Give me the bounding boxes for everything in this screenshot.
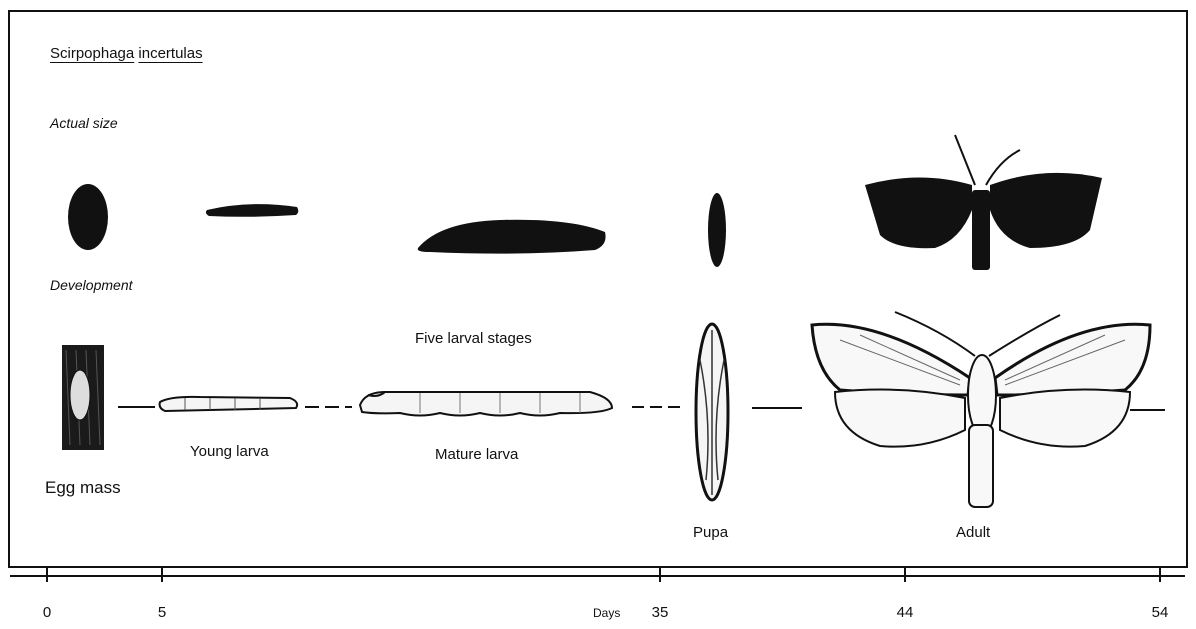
tick-label-44: 44	[897, 604, 914, 621]
adult-label: Adult	[956, 524, 990, 541]
five-larval-stages-label: Five larval stages	[415, 330, 532, 347]
tick-label-5: 5	[158, 604, 166, 621]
young-larva-drawing	[160, 397, 298, 411]
egg-mass-drawing	[62, 345, 104, 450]
egg-mass-label: Egg mass	[45, 478, 121, 498]
mature-larva-drawing	[360, 392, 612, 416]
pupa-actual-size	[708, 193, 726, 267]
tick-label-54: 54	[1152, 604, 1169, 621]
tick-label-0: 0	[43, 604, 51, 621]
days-axis-label: Days	[593, 606, 620, 620]
young-larva-actual-size	[206, 204, 298, 217]
tick-label-35: 35	[652, 604, 669, 621]
pupa-label: Pupa	[693, 524, 728, 541]
mature-larva-label: Mature larva	[435, 446, 518, 463]
adult-actual-size	[865, 135, 1102, 270]
adult-drawing	[812, 312, 1150, 507]
egg-actual-size	[68, 184, 108, 250]
pupa-drawing	[696, 324, 728, 500]
young-larva-label: Young larva	[190, 443, 269, 460]
mature-larva-actual-size	[418, 220, 606, 254]
